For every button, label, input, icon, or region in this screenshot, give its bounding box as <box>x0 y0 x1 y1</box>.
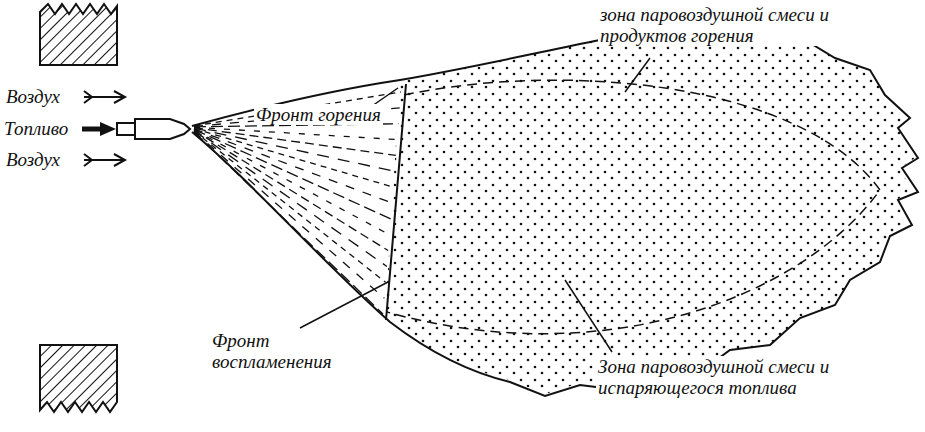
spray-ray <box>194 128 395 171</box>
nozzle <box>117 119 190 139</box>
wall-block <box>40 345 117 412</box>
spray-ray <box>194 130 389 235</box>
air-label: Воздух <box>6 86 60 107</box>
spray-ray <box>194 130 388 250</box>
spray-ray <box>194 129 391 218</box>
air-label: Воздух <box>6 149 60 170</box>
spray-ray <box>194 132 384 299</box>
spray-ray <box>194 92 401 126</box>
wall-block <box>40 4 117 65</box>
spray-ray <box>194 127 397 139</box>
spray-ray <box>194 131 387 267</box>
leader-line <box>300 58 650 352</box>
ignition-front-label: Фронт воспламенения <box>210 330 344 372</box>
spray-ray <box>194 128 396 156</box>
flame-front <box>192 28 918 396</box>
ignition-front <box>386 84 406 320</box>
spray-ray <box>194 131 386 282</box>
flame-zone-dots <box>192 28 915 394</box>
inner-zone-boundary <box>387 80 880 334</box>
zone-label: Зона паровоздушной смеси и испаряющегося… <box>596 356 920 398</box>
spray-rays <box>194 92 401 314</box>
fuel-arrow <box>82 122 116 136</box>
fuel-label: Топливо <box>4 118 68 139</box>
zone-label: зона паровоздушной смеси и продуктов гор… <box>598 4 852 46</box>
front-label: Фронт горения <box>254 104 383 125</box>
